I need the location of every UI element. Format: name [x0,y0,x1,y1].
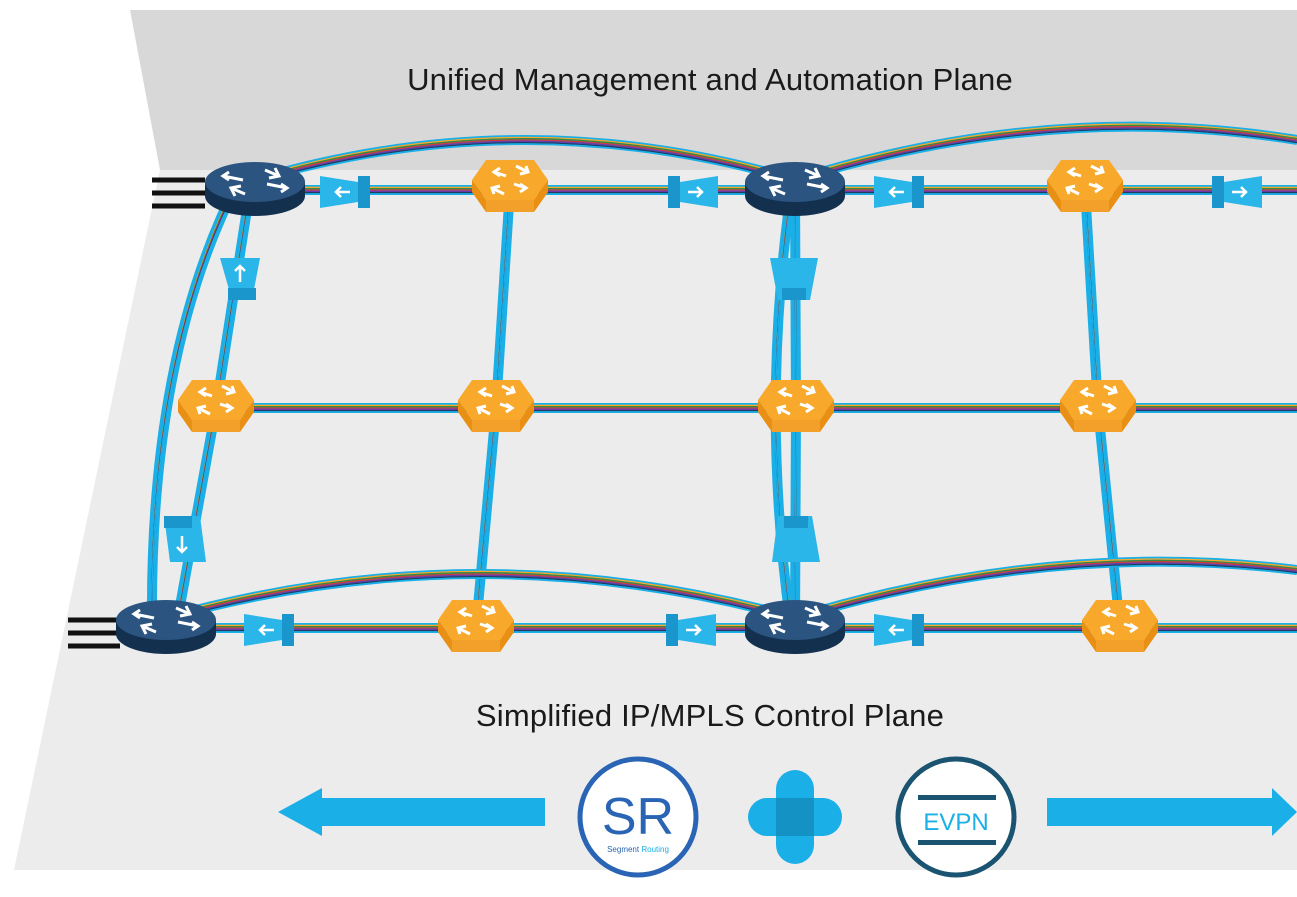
arrow-left-icon [278,788,545,836]
amplifier-icon [666,174,720,210]
router-icon [743,160,847,218]
amplifier-icon [220,258,260,300]
switch-icon [756,378,836,434]
amplifier-icon [164,516,206,562]
evpn-badge-label: EVPN [923,809,988,836]
management-plane-title: Unified Management and Automation Plane [407,62,1013,97]
switch-icon [436,598,516,654]
amplifier-icon [772,516,820,562]
input-wires-bottom [68,617,120,649]
control-plane-title: Simplified IP/MPLS Control Plane [475,698,945,733]
amplifier-icon [770,258,818,300]
sr-badge-caption: Segment Routing [607,845,669,854]
control-plane-background [14,170,1297,870]
sr-badge-abbr: SR [602,788,674,846]
switch-icon [1045,158,1125,214]
amplifier-icon [242,612,296,648]
router-icon [743,598,847,656]
plus-icon [748,770,842,864]
switch-icon [470,158,550,214]
sr-badge: SR Segment Routing [577,756,699,878]
switch-icon [176,378,256,434]
switch-icon [456,378,536,434]
amplifier-icon [1210,174,1264,210]
router-icon [114,598,218,656]
switch-icon [1058,378,1138,434]
amplifier-icon [872,174,926,210]
amplifier-icon [664,612,718,648]
amplifier-icon [318,174,372,210]
switch-icon [1080,598,1160,654]
evpn-badge: EVPN [895,756,1017,878]
input-wires-top [152,177,205,209]
arrow-right-icon [1047,788,1297,836]
amplifier-icon [872,612,926,648]
router-icon [203,160,307,218]
